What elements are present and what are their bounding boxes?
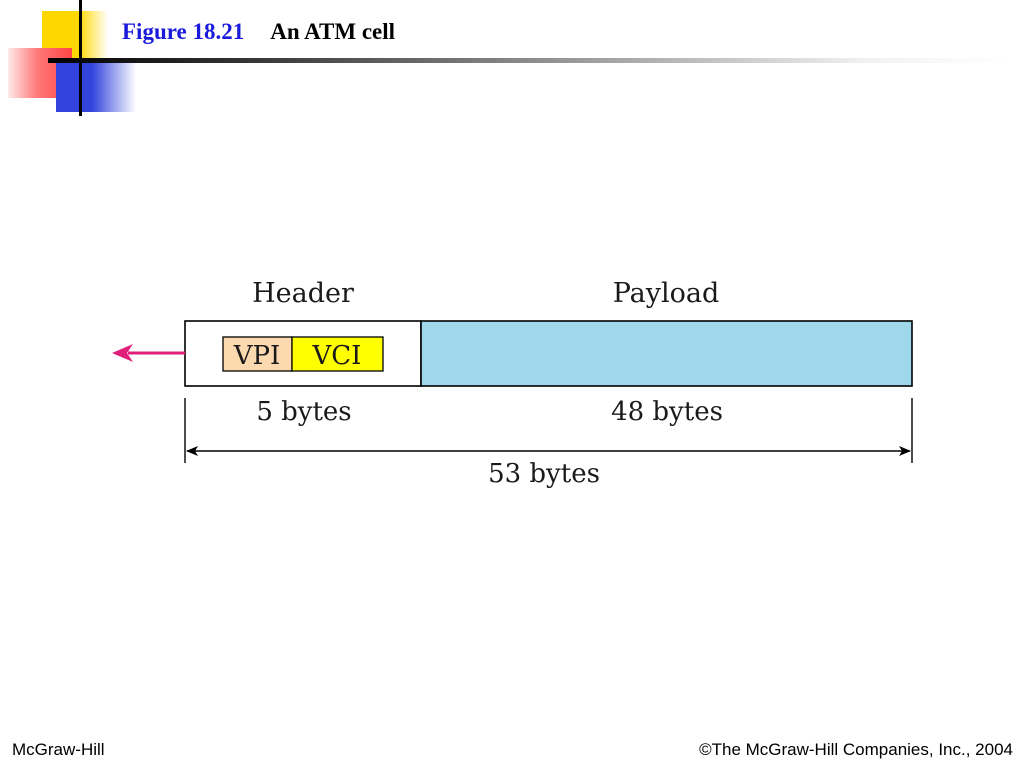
vci-label: VCI — [312, 341, 362, 371]
figure-number: Figure 18.21 — [122, 19, 245, 44]
figure-caption: An ATM cell — [270, 19, 396, 44]
direction-arrow — [112, 344, 185, 362]
slide-title: Figure 18.21 An ATM cell — [122, 18, 395, 46]
footer-publisher: McGraw-Hill — [12, 740, 105, 759]
payload-size-label: 48 bytes — [611, 397, 723, 427]
payload-label: Payload — [613, 278, 720, 309]
header-label: Header — [252, 278, 354, 309]
vpi-field — [222, 336, 293, 372]
decor-blue-square — [56, 62, 136, 112]
header-size-label: 5 bytes — [256, 397, 351, 427]
vci-field — [291, 336, 384, 372]
total-size-label: 53 bytes — [488, 459, 600, 489]
footer-copyright: ©The McGraw-Hill Companies, Inc., 2004 — [699, 740, 1013, 759]
vpi-label: VPI — [233, 341, 281, 371]
payload-box — [420, 320, 913, 387]
decor-horizontal-rule — [48, 58, 1008, 63]
